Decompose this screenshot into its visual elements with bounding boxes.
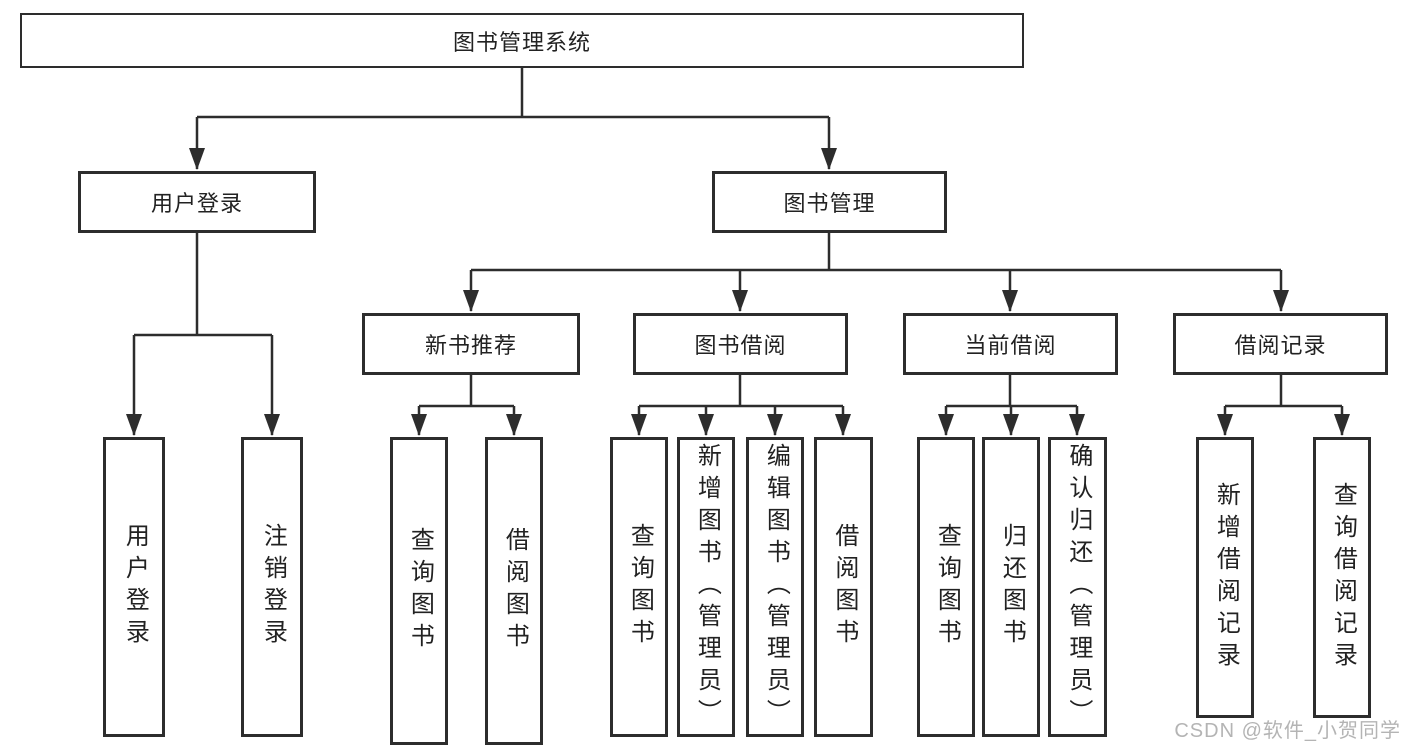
node-current-borrowing-label: 当前借阅 [964,333,1057,358]
leaf-add-book-admin-label: 新增图书（管理员） [693,443,721,731]
node-book-management-label: 图书管理 [783,191,876,216]
node-library-system-label: 图书管理系统 [452,29,591,55]
leaf-add-borrow-record-label: 新增借阅记录 [1212,481,1240,674]
leaf-query-books-current: 查询图书 [917,437,975,737]
leaf-return-book: 归还图书 [982,437,1040,737]
node-book-borrowing-label: 图书借阅 [694,333,787,358]
leaf-query-books-borrowing: 查询图书 [610,437,668,737]
csdn-watermark: CSDN @软件_小贺同学 [1174,720,1401,742]
leaf-logout-label: 注销登录 [259,523,287,651]
leaf-query-books-current-label: 查询图书 [933,523,961,651]
node-book-management: 图书管理 [712,171,947,233]
leaf-query-books-recommend: 查询图书 [390,437,448,745]
leaf-query-books-recommend-label: 查询图书 [406,527,434,655]
node-new-book-recommend: 新书推荐 [362,313,580,375]
leaf-query-borrow-record: 查询借阅记录 [1313,437,1371,718]
leaf-confirm-return-admin: 确认归还（管理员） [1048,437,1107,737]
node-borrowing-records-label: 借阅记录 [1234,333,1327,358]
leaf-confirm-return-admin-label: 确认归还（管理员） [1064,443,1092,731]
node-borrowing-records: 借阅记录 [1173,313,1388,375]
leaf-logout: 注销登录 [241,437,303,737]
leaf-edit-book-admin: 编辑图书（管理员） [746,437,804,737]
leaf-return-book-label: 归还图书 [998,523,1026,651]
node-library-system: 图书管理系统 [20,13,1024,68]
node-user-login: 用户登录 [78,171,316,233]
leaf-edit-book-admin-label: 编辑图书（管理员） [762,443,790,731]
leaf-query-borrow-record-label: 查询借阅记录 [1329,481,1357,674]
leaf-add-book-admin: 新增图书（管理员） [677,437,735,737]
leaf-borrow-books-recommend-label: 借阅图书 [501,527,529,655]
node-book-borrowing: 图书借阅 [633,313,848,375]
leaf-user-login-label: 用户登录 [121,523,149,651]
leaf-borrow-books-label: 借阅图书 [830,523,858,651]
leaf-add-borrow-record: 新增借阅记录 [1196,437,1254,718]
node-user-login-label: 用户登录 [150,191,243,216]
leaf-query-books-borrowing-label: 查询图书 [626,523,654,651]
leaf-borrow-books: 借阅图书 [814,437,873,737]
node-current-borrowing: 当前借阅 [903,313,1118,375]
leaf-borrow-books-recommend: 借阅图书 [485,437,543,745]
leaf-user-login: 用户登录 [103,437,165,737]
node-new-book-recommend-label: 新书推荐 [424,333,517,358]
